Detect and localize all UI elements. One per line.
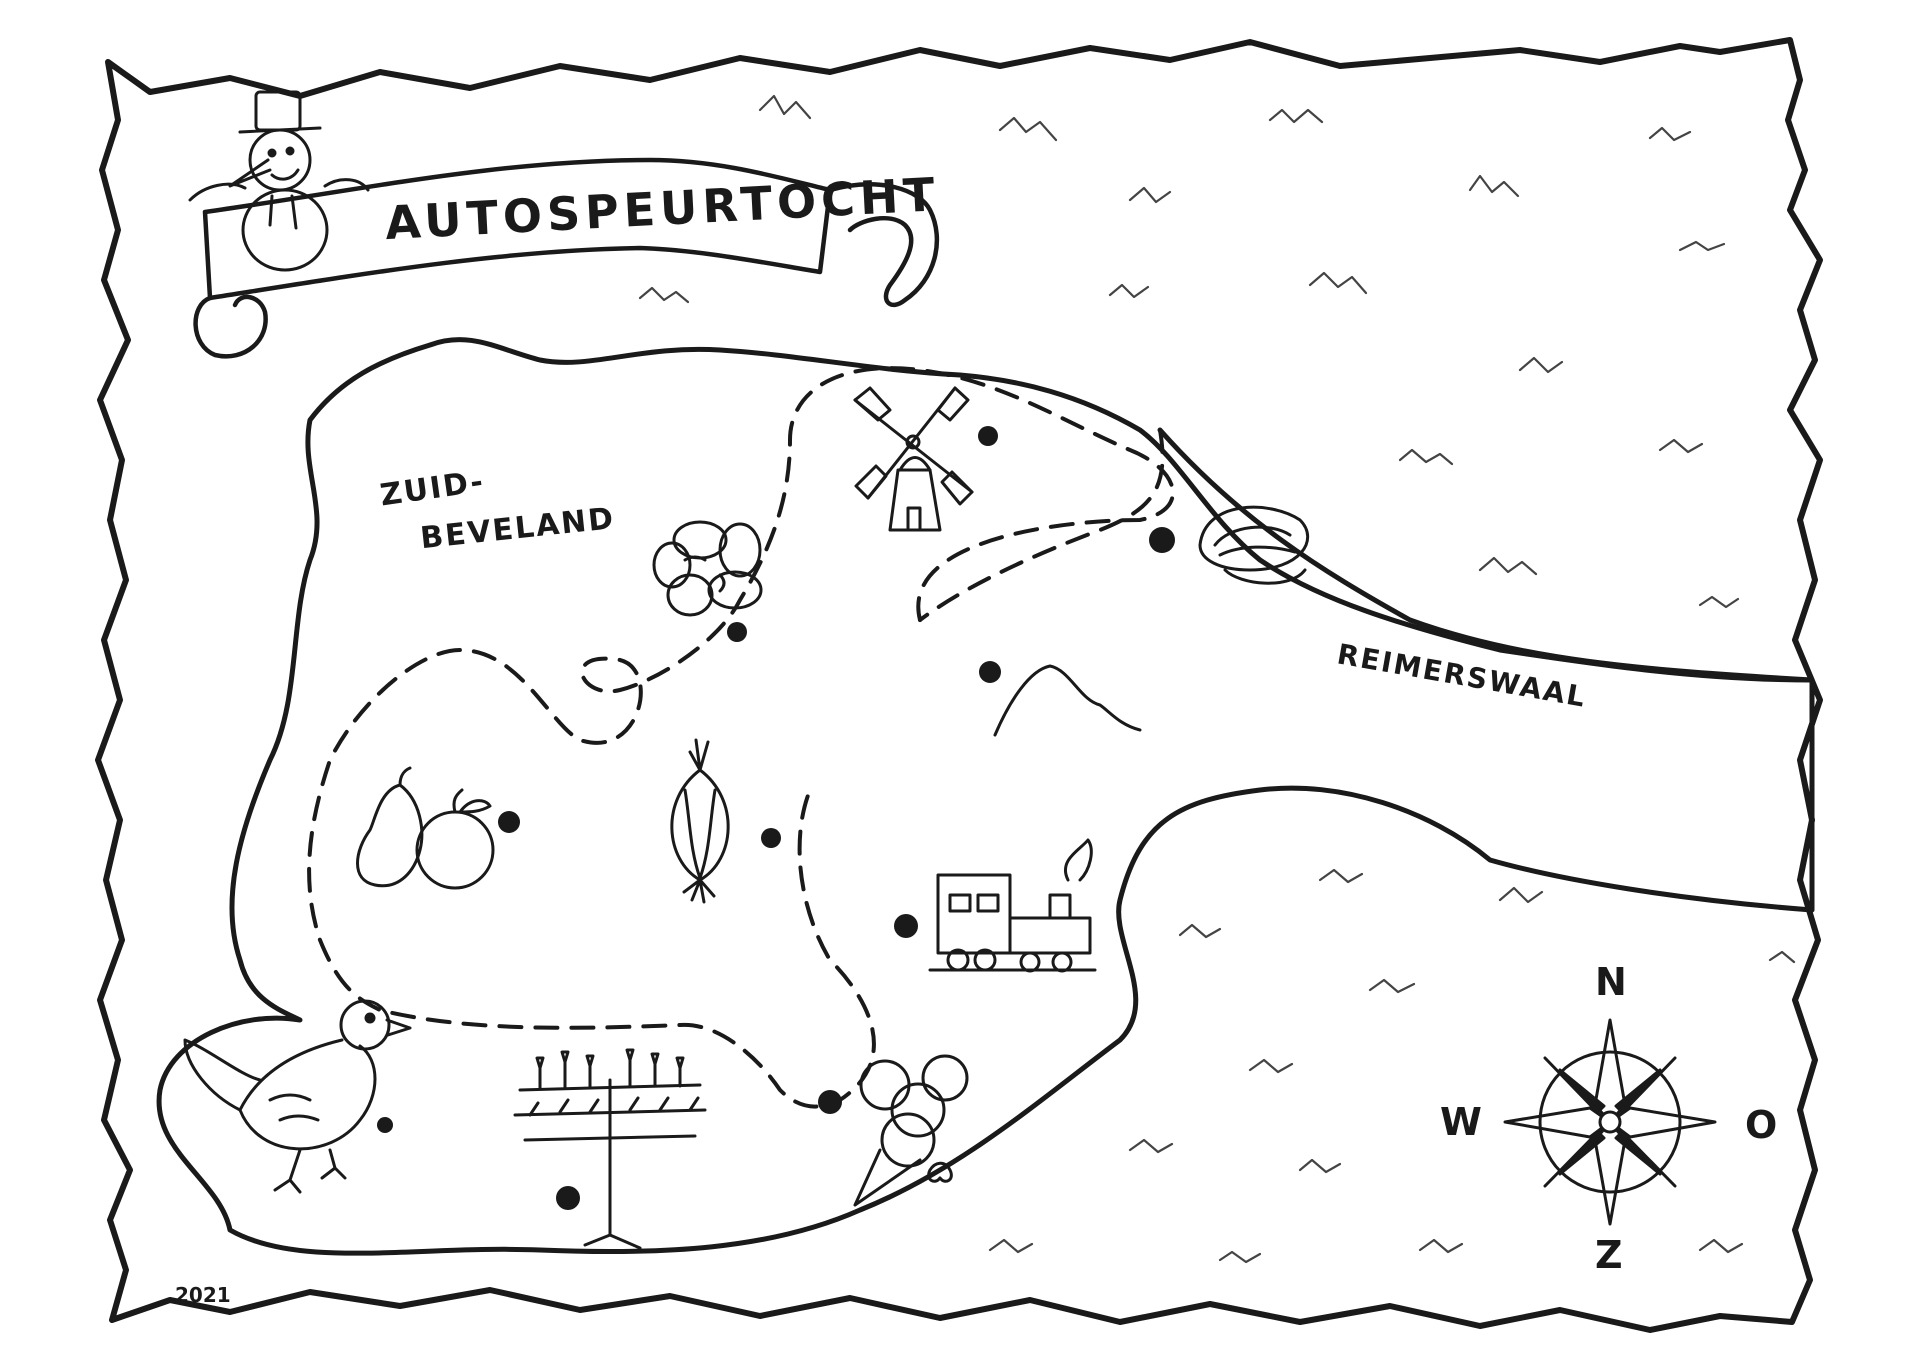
land-label: ZUID- (378, 464, 487, 513)
year-label: 2021 (175, 1283, 231, 1307)
compass-rose-icon (1503, 1018, 1717, 1226)
pear-apple-icon (356, 766, 495, 890)
dashed-route (307, 366, 1175, 1109)
checkpoint-dot (979, 661, 1001, 683)
compass-east: O (1745, 1103, 1777, 1147)
dune-icon (993, 664, 1142, 737)
candle-tree-icon (513, 1048, 707, 1250)
checkpoint-dot (1149, 527, 1175, 553)
checkpoint-dot (818, 1090, 842, 1114)
checkpoint-dot (761, 828, 781, 848)
flower-icon (652, 520, 763, 617)
train-icon (928, 838, 1097, 973)
checkpoint-dot (978, 426, 998, 446)
channel-shore (1157, 427, 1815, 683)
dashed-route-upper (918, 428, 1165, 622)
bird-icon (183, 999, 412, 1194)
sea-waves (638, 94, 1796, 1264)
checkpoint-dot (498, 811, 520, 833)
compass-west: W (1440, 1100, 1482, 1144)
mussel-icon (1198, 505, 1310, 585)
compass-north: N (1595, 960, 1627, 1004)
title-banner: AUTOSPEURTOCHT (193, 157, 941, 359)
checkpoint-dot (377, 1117, 393, 1133)
checkpoint-dot (727, 622, 747, 642)
checkpoint-dot (894, 914, 918, 938)
land-label-line2: BEVELAND (419, 501, 617, 556)
windmill-icon (853, 386, 974, 532)
checkpoints (377, 426, 1175, 1210)
compass-south: Z (1595, 1233, 1623, 1277)
ice-cream-icon (853, 1054, 969, 1207)
checkpoint-dot (556, 1186, 580, 1210)
snowman-icon (188, 90, 370, 272)
map-title: AUTOSPEURTOCHT (384, 167, 941, 250)
onion-icon (670, 738, 730, 904)
parchment-border (95, 37, 1823, 1333)
water-label: REIMERSWAAL (1335, 637, 1590, 713)
